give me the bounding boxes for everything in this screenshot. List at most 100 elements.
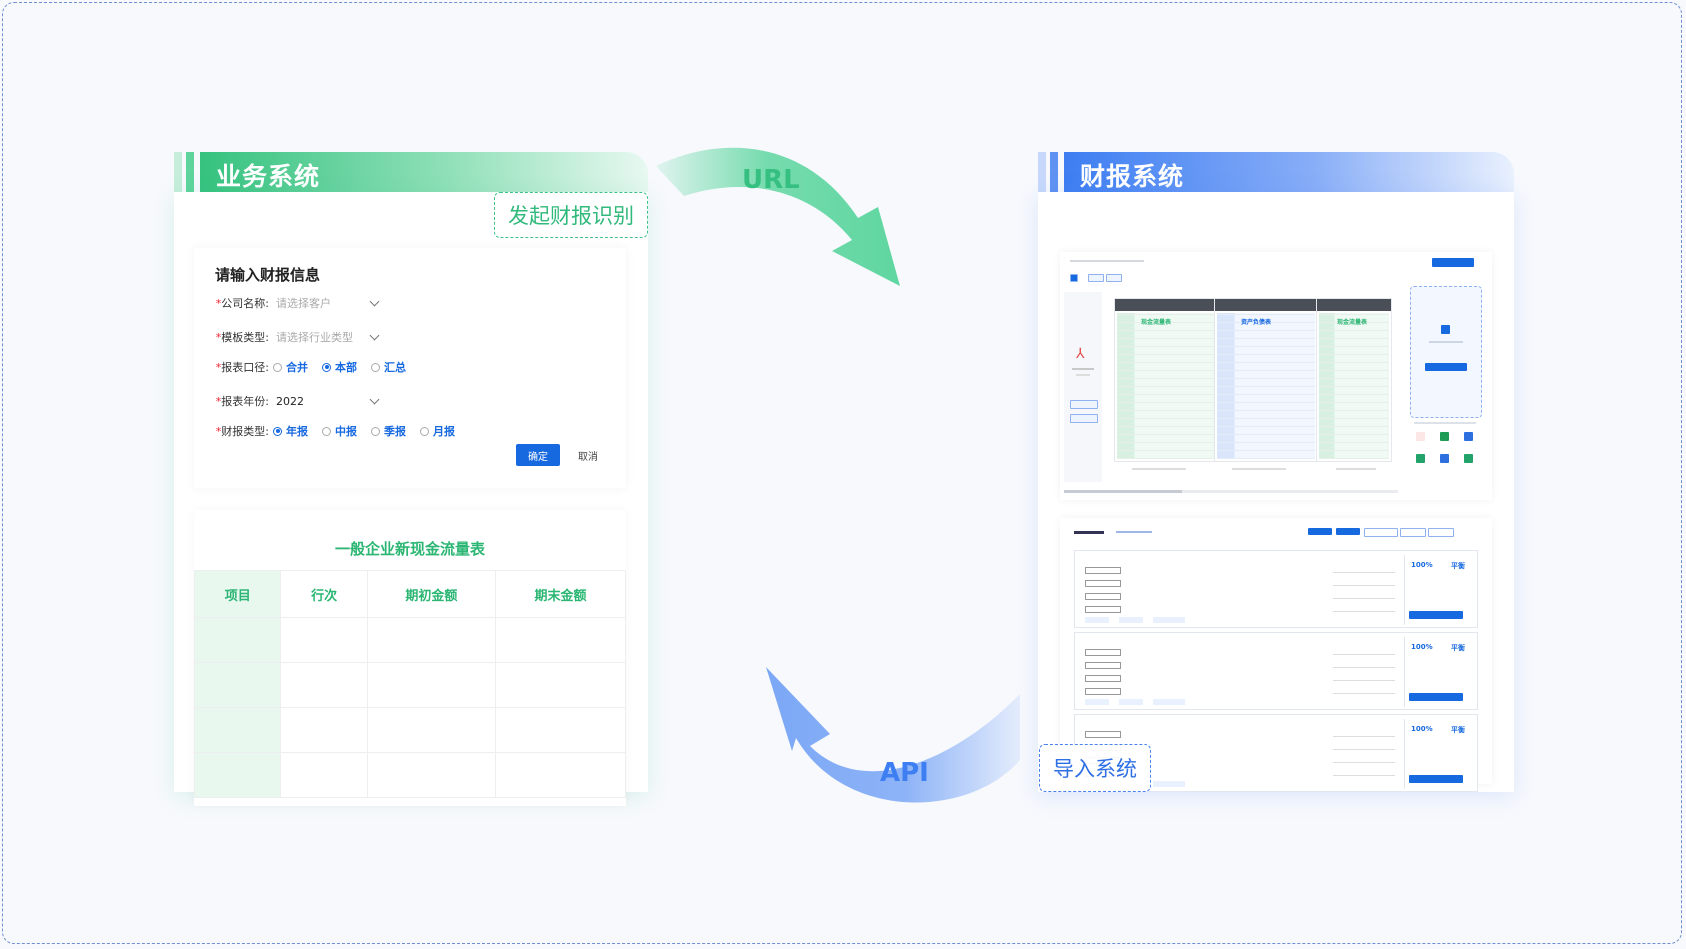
- chevron-down-icon: [369, 394, 380, 405]
- year-label: 报表年份:: [221, 395, 269, 408]
- year-value: 2022: [276, 394, 304, 408]
- preview-action-button: [1432, 258, 1474, 267]
- image-icon: [1440, 454, 1449, 463]
- cancel-button[interactable]: 取消: [566, 444, 610, 466]
- image-icon: [1464, 432, 1473, 441]
- year-row: *报表年份: 2022: [212, 390, 382, 412]
- header-accent-strip: [174, 152, 182, 192]
- financial-report-system-panel: 财报系统 ⅄ 现金流量表 资产: [1038, 152, 1514, 792]
- financial-report-system-title: 财报系统: [1080, 162, 1185, 191]
- report-type-label: 财报类型:: [221, 425, 269, 438]
- thumb-label: 现金流量表: [1337, 319, 1368, 326]
- balance-status: 平衡: [1451, 644, 1465, 652]
- business-system-title-bar: 业务系统: [200, 152, 648, 192]
- api-label: API: [880, 758, 929, 788]
- report-type-radio-monthly[interactable]: 月报: [420, 423, 455, 439]
- company-placeholder: 请选择客户: [276, 297, 331, 310]
- template-row: *模板类型: 请选择行业类型: [212, 326, 382, 348]
- report-type-row: *财报类型: 年报 中报 季报 月报: [212, 420, 469, 442]
- preview-toolbar-button: [1364, 528, 1398, 537]
- header-accent-strip: [1038, 152, 1046, 192]
- table-row: [193, 707, 627, 753]
- image-icon: [1464, 454, 1473, 463]
- company-label: 公司名称:: [221, 297, 269, 310]
- header-accent-strip: [1050, 152, 1058, 192]
- preview-scroll-thumb: [1064, 490, 1182, 493]
- preview-toolbar-button: [1428, 528, 1454, 537]
- preview-sheet-thumb: 现金流量表: [1114, 298, 1218, 462]
- business-system-panel: 业务系统 请输入财报信息 *公司名称: 请选择客户 *模板类型: 请选择行业类型…: [174, 152, 648, 806]
- recognition-rate: 100%: [1411, 561, 1433, 569]
- business-system-title: 业务系统: [216, 162, 321, 191]
- preview-result-button: [1409, 693, 1463, 701]
- preview-sheet-thumb: 现金流量表: [1316, 298, 1392, 462]
- column-header: 期末金额: [494, 570, 627, 618]
- scope-label: 报表口径:: [221, 361, 269, 374]
- chevron-down-icon: [369, 296, 380, 307]
- company-select[interactable]: 请选择客户: [274, 293, 382, 313]
- pdf-file-icon: ⅄: [1076, 346, 1085, 362]
- scope-radio-consolidated[interactable]: 合并: [273, 359, 308, 375]
- preview-result-button: [1409, 775, 1463, 783]
- url-arrow-shape: [656, 147, 900, 286]
- pdf-icon: [1416, 432, 1425, 441]
- preview-file-list: ⅄: [1064, 292, 1102, 482]
- recognition-rate: 100%: [1411, 725, 1433, 733]
- report-type-radio-interim[interactable]: 中报: [322, 423, 357, 439]
- report-type-radio-quarterly[interactable]: 季报: [371, 423, 406, 439]
- scope-radio-group: 合并 本部 汇总: [273, 359, 420, 375]
- cash-flow-table: 项目 行次 期初金额 期末金额: [193, 570, 627, 798]
- preview-toolbar-button: [1308, 528, 1332, 535]
- scope-row: *报表口径: 合并 本部 汇总: [212, 356, 420, 378]
- import-system-tag[interactable]: 导入系统: [1039, 744, 1151, 792]
- form-title: 请输入财报信息: [215, 266, 321, 284]
- image-icon: [1416, 454, 1425, 463]
- folder-icon: [1441, 325, 1450, 334]
- chevron-down-icon: [369, 330, 380, 341]
- column-header: 行次: [280, 570, 368, 618]
- preview-sheet-thumb: 资产负债表: [1214, 298, 1318, 462]
- preview-scroll-track: [1064, 490, 1398, 493]
- recognition-rate: 100%: [1411, 643, 1433, 651]
- preview-toolbar-button: [1336, 528, 1360, 535]
- header-accent-strip: [186, 152, 194, 192]
- thumb-label: 现金流量表: [1141, 319, 1172, 326]
- url-label: URL: [742, 165, 800, 195]
- cash-flow-table-card: 一般企业新现金流量表 项目 行次 期初金额 期末金额: [193, 510, 627, 806]
- table-row: [193, 617, 627, 663]
- preview-upload-area: [1410, 286, 1482, 418]
- table-header-row: 项目 行次 期初金额 期末金额: [193, 570, 627, 618]
- preview-toolbar-button: [1400, 528, 1426, 537]
- import-block: 100% 平衡: [1074, 550, 1478, 628]
- table-row: [193, 752, 627, 798]
- preview-result-button: [1409, 611, 1463, 619]
- report-type-radio-annual[interactable]: 年报: [273, 423, 308, 439]
- start-recognition-tag[interactable]: 发起财报识别: [494, 192, 648, 238]
- scope-radio-summary[interactable]: 汇总: [371, 359, 406, 375]
- table-row: [193, 662, 627, 708]
- recognition-screen-preview: ⅄ 现金流量表 资产负债表 现金流量表: [1060, 252, 1492, 500]
- company-row: *公司名称: 请选择客户: [212, 292, 382, 314]
- cash-flow-table-title: 一般企业新现金流量表: [334, 540, 485, 558]
- thumb-label: 资产负债表: [1241, 319, 1272, 326]
- scope-radio-parent[interactable]: 本部: [322, 359, 357, 375]
- api-arrow-shape: [766, 667, 1020, 803]
- import-screen-preview: 100% 平衡 100% 平衡: [1060, 518, 1492, 792]
- balance-status: 平衡: [1451, 562, 1465, 570]
- import-block: 100% 平衡: [1074, 632, 1478, 710]
- year-select[interactable]: 2022: [274, 391, 382, 411]
- balance-status: 平衡: [1451, 726, 1465, 734]
- template-label: 模板类型:: [221, 331, 269, 344]
- template-select[interactable]: 请选择行业类型: [274, 327, 382, 347]
- financial-report-system-title-bar: 财报系统: [1064, 152, 1514, 192]
- report-info-form: 请输入财报信息 *公司名称: 请选择客户 *模板类型: 请选择行业类型 *报表口…: [194, 248, 626, 488]
- template-placeholder: 请选择行业类型: [276, 331, 353, 344]
- preview-upload-button: [1425, 363, 1467, 371]
- column-header: 期初金额: [366, 570, 496, 618]
- report-type-radio-group: 年报 中报 季报 月报: [273, 423, 469, 439]
- confirm-button[interactable]: 确定: [516, 444, 560, 466]
- business-system-card: 请输入财报信息 *公司名称: 请选择客户 *模板类型: 请选择行业类型 *报表口…: [174, 192, 648, 806]
- excel-icon: [1440, 432, 1449, 441]
- financial-report-system-card: ⅄ 现金流量表 资产负债表 现金流量表: [1038, 192, 1514, 792]
